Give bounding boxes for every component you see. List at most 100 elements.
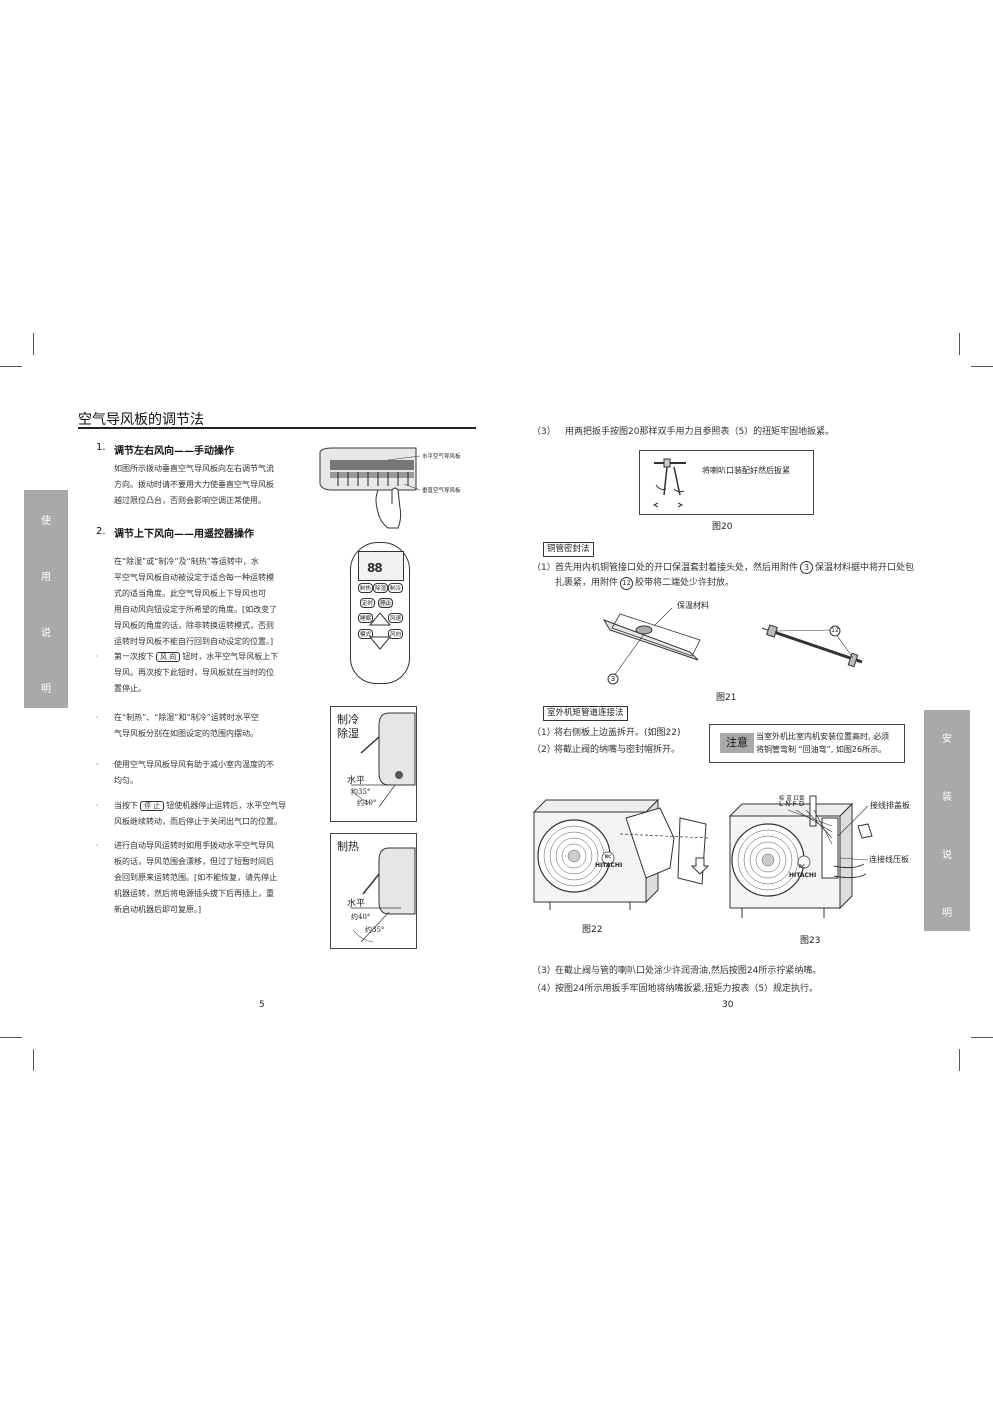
text-line: 会回到原来运转范围。[如不能恢复，请先停止: [114, 873, 278, 882]
figure-caption: 图21: [716, 693, 737, 703]
bullet-dot: ·: [96, 713, 99, 722]
side-tab-char: 说: [41, 628, 51, 639]
step-number: （4）: [532, 984, 556, 994]
crop-mark: [33, 1049, 34, 1071]
crop-mark: [971, 1037, 993, 1038]
remote-display: 88: [358, 551, 404, 581]
section-label: 室外机矩管道连接法: [543, 706, 628, 721]
text-line: 进行自动导风运转时如用手拨动水平空气导风: [114, 841, 274, 850]
crop-mark: [959, 333, 960, 355]
notice-text: 当室外机比室内机安装位置高时, 必须 将铜管弯制 “回油弯”, 如图26所示。: [756, 730, 889, 756]
step-text: 将截止阀的纳嘴与密封帽拆开。: [554, 745, 681, 755]
text-line: 如图所示拨动垂直空气导风板向左右调节气流: [114, 464, 274, 473]
bullet-item: 当按下停 止钮使机器停止运转后，水平空气导 风板继续转动，而后停止于关闭出气口的…: [114, 798, 324, 830]
text-line: 置停止。: [114, 684, 146, 693]
angle-label: 约40°: [357, 799, 377, 807]
horizontal-label: 水平: [347, 899, 366, 909]
up-down-arrows-icon: [368, 612, 392, 650]
text-span: 胶带将二端处少许封放。: [635, 578, 735, 588]
text-line: 均匀。: [114, 776, 138, 785]
bullet-item: 进行自动导风运转时如用手拨动水平空气导风 板的话，导风范围会漂移，但过了短暂时间…: [114, 838, 324, 918]
text-line: 使用空气导风板导风有助于减小室内温度的不: [114, 760, 274, 769]
text-line: 方向。拨动时请不要用大力使垂直空气导风板: [114, 480, 274, 489]
remote-button: 制冷: [388, 583, 404, 593]
step-number: （1）: [532, 728, 556, 738]
remote-button: 风向: [388, 629, 404, 639]
side-tab-char: 用: [41, 572, 51, 583]
cooling-louver-figure: 制冷 除湿 水平 约35° 约40°: [330, 706, 417, 822]
text-span: 钮时，水平空气导风板上下: [182, 652, 279, 661]
text-span: 扎裹紧，用附件: [555, 578, 619, 588]
text-span: 钮使机器停止运转后，水平空气导: [166, 801, 287, 810]
page-title: 空气导风板的调节法: [78, 412, 204, 428]
remote-button: 制热: [358, 583, 374, 593]
text-line: 越过限位凸台，否则会影响空调正常使用。: [114, 496, 266, 505]
text-span: 首先用内机铜管接口处的开口保温套封着接头处，然后用附件: [555, 563, 799, 573]
remote-control-figure: 88 制热 除湿 制冷 定时 停止 睡眠 风速 模式 风向: [350, 542, 410, 684]
text-line: 新启动机器后即可复原。]: [114, 905, 202, 914]
section1-text: 如图所示拨动垂直空气导风板向左右调节气流 方向。拨动时请不要用大力使垂直空气导风…: [114, 461, 314, 509]
text-line: 当室外机比室内机安装位置高时, 必须: [756, 732, 890, 741]
text-line: 平空气导风板自动被设定于适合每一种运转模: [114, 573, 274, 582]
mode-label: 除湿: [337, 727, 359, 740]
bullet-dot: ·: [96, 760, 99, 769]
brand-logo: HITACHI: [595, 862, 623, 869]
accessory-number: 3: [800, 561, 814, 574]
figure-label: 保温材料: [677, 601, 709, 610]
brand-logo: HITACHI: [789, 872, 817, 879]
text-line: 在“制热”、“除湿”和“制冷”运转时水平空: [114, 713, 259, 722]
remote-button: 定时: [360, 598, 376, 608]
mode-label: 制热: [337, 840, 359, 853]
side-tab-char: 明: [942, 908, 952, 919]
wrench-drawing: [652, 458, 686, 508]
section-number: 1.: [96, 442, 106, 453]
text-line: 板的话，导风范围会漂移，但过了短暂时间后: [114, 857, 274, 866]
louver-angle-drawing: [351, 847, 416, 943]
text-line: 机器运转，然后将电源插头拔下后再插上，重: [114, 889, 274, 898]
outdoor-unit-figure-22: [532, 798, 710, 910]
bullet-dot: ·: [96, 841, 99, 850]
remote-button: 风速: [388, 613, 404, 623]
louver-angle-drawing: [350, 712, 416, 808]
remote-button: 停止: [378, 598, 394, 608]
wind-direction-button: 风 向: [156, 652, 181, 662]
step-text: 将右侧板上边盖拆开。(如图22): [554, 728, 681, 738]
callout-number: 12: [831, 627, 839, 634]
angle-label: 约35°: [351, 788, 371, 796]
section2-text: 在“除湿”或“制冷”及“制热”等运转中，水 平空气导风板自动被设定于适合每一种运…: [114, 554, 319, 650]
bullet-item: 在“制热”、“除湿”和“制冷”运转时水平空 气导风板分别在如图设定的范围内摆动。: [114, 710, 324, 742]
figure-label: 连接线压板: [869, 855, 909, 864]
figure-label: 垂直空气导风板: [422, 488, 461, 494]
outdoor-unit-figure-23: [728, 795, 873, 918]
bullet-item: 第一次按下风 向钮时，水平空气导风板上下 导风。再次按下此钮时，导风板就在当时的…: [114, 649, 324, 697]
angle-label: 约40°: [351, 913, 371, 921]
step-number: （2）: [532, 745, 556, 755]
crop-mark: [971, 366, 993, 367]
bullet-dot: ·: [96, 801, 99, 810]
rc-logo: RC: [605, 854, 612, 859]
section-number: 2.: [96, 526, 106, 537]
crop-mark: [0, 366, 22, 367]
step-text: 用两把扳手按图20那样双手用力且参照表（5）的扭矩牢固地扳紧。: [565, 427, 835, 437]
text-line: 式的适当角度。此空气导风板上下导风也可: [114, 589, 266, 598]
side-tab-char: 明: [41, 684, 51, 695]
remote-button: 模式: [358, 629, 374, 639]
text-line: 导风。再次按下此钮时，导风板就在当时的位: [114, 668, 274, 677]
text-span: 第一次按下: [114, 652, 154, 661]
title-rule: [78, 427, 476, 429]
figure-text: 将喇叭口装配好然后扳紧: [702, 466, 790, 475]
text-line: 运转时导风板不能自行回到自动设定的位置。]: [114, 637, 274, 646]
angle-label: 约35°: [365, 926, 385, 934]
wire-color-label: 棕 蓝 红黄: [779, 796, 805, 802]
pipe-insulation-figure: [602, 607, 863, 685]
figure-label: 接线排盖板: [870, 801, 910, 810]
crop-mark: [0, 1037, 22, 1038]
terminal-label: L N F D: [779, 800, 805, 808]
text-line: 用自动风向钮设定于所希望的角度。[如改变了: [114, 605, 278, 614]
step-number: （3）: [532, 966, 556, 976]
flare-nut-figure: 将喇叭口装配好然后扳紧: [639, 450, 814, 515]
bullet-item: 使用空气导风板导风有助于减小室内温度的不 均匀。: [114, 757, 324, 789]
figure-caption: 图23: [800, 936, 821, 946]
side-tab-char: 说: [942, 850, 952, 861]
step-text: 在截止阀与管的喇叭口处涂少许润滑油,然后按图24所示拧紧纳嘴。: [555, 966, 822, 976]
